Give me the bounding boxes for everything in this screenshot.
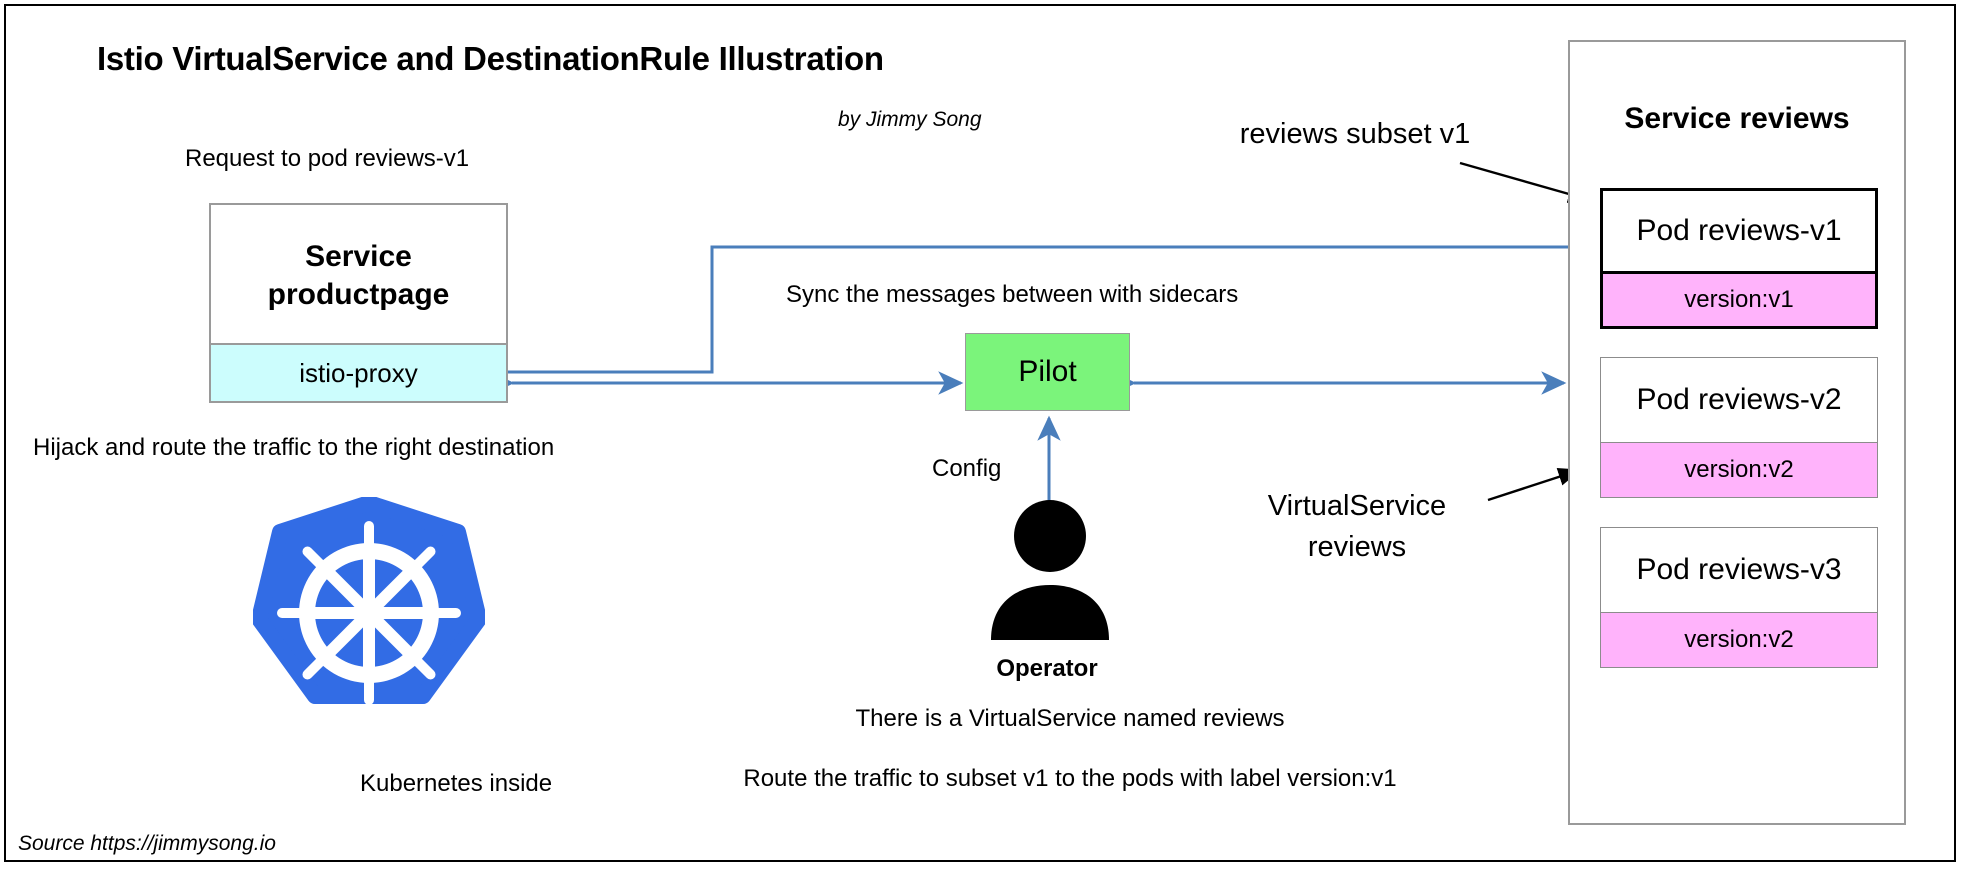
pod-name: Pod reviews-v1	[1600, 188, 1878, 274]
person-icon	[985, 498, 1115, 640]
pod-version-label: version:v2	[1600, 613, 1878, 668]
operator-label: Operator	[996, 655, 1098, 682]
service-productpage-title-line1: Service	[305, 240, 412, 273]
pod-name: Pod reviews-v2	[1600, 357, 1878, 443]
hijack-route-label: Hijack and route the traffic to the righ…	[33, 434, 555, 461]
request-label: Request to pod reviews-v1	[185, 145, 470, 172]
pod-card: Pod reviews-v3 version:v2	[1600, 527, 1878, 668]
sync-messages-label: Sync the messages between with sidecars	[786, 281, 1239, 308]
reviews-subset-label: reviews subset v1	[1239, 118, 1471, 150]
pod-name: Pod reviews-v3	[1600, 527, 1878, 613]
service-reviews-title: Service reviews	[1624, 102, 1850, 135]
pod-card: Pod reviews-v1 version:v1	[1600, 188, 1878, 329]
config-label: Config	[932, 455, 1002, 482]
service-productpage-box: Service productpage istio-proxy	[209, 203, 508, 403]
virtualservice-label-line1: VirtualService	[1267, 490, 1447, 522]
service-productpage-title-line2: productpage	[267, 278, 450, 312]
pod-card: Pod reviews-v2 version:v2	[1600, 357, 1878, 498]
source-caption: Source https://jimmysong.io	[18, 832, 276, 855]
virtualservice-note-1: There is a VirtualService named reviews	[855, 705, 1285, 732]
kubernetes-logo-icon	[251, 495, 487, 729]
page-title: Istio VirtualService and DestinationRule…	[97, 40, 884, 77]
pilot-box: Pilot	[965, 333, 1130, 411]
virtualservice-note-2: Route the traffic to subset v1 to the po…	[743, 765, 1397, 792]
virtualservice-label-line2: reviews	[1307, 531, 1407, 563]
outer-frame	[4, 4, 1956, 862]
istio-proxy-sidecar-cell: istio-proxy	[211, 343, 506, 401]
service-reviews-panel: Service reviews Pod reviews-v1 version:v…	[1568, 40, 1906, 825]
pod-version-label: version:v1	[1600, 274, 1878, 329]
kubernetes-inside-label: Kubernetes inside	[360, 770, 553, 797]
service-productpage-title: Service productpage	[211, 238, 506, 315]
byline: by Jimmy Song	[838, 108, 982, 131]
pod-version-label: version:v2	[1600, 443, 1878, 498]
